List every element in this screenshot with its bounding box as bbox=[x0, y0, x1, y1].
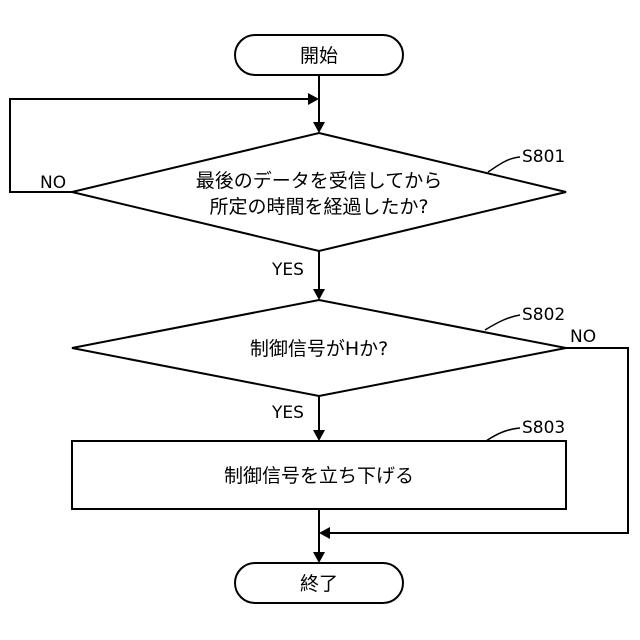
arrow-into-s803 bbox=[313, 430, 325, 441]
s803-leader-line bbox=[486, 428, 520, 441]
start-label: 開始 bbox=[300, 45, 338, 67]
s802-no-label: NO bbox=[570, 327, 596, 347]
start-node: 開始 bbox=[235, 35, 403, 75]
s801-yes-label: YES bbox=[271, 260, 304, 280]
arrow-into-end bbox=[313, 552, 325, 563]
arrow-loop-merge bbox=[308, 93, 319, 105]
arrow-bypass-merge bbox=[319, 527, 330, 539]
s802-yes-label: YES bbox=[271, 403, 304, 423]
decision-s801-text-line1: 最後のデータを受信してから bbox=[196, 170, 442, 192]
arrow-into-s801 bbox=[313, 122, 325, 133]
s801-no-label: NO bbox=[40, 173, 66, 193]
process-s803-text: 制御信号を立ち下げる bbox=[224, 465, 414, 487]
process-s803: 制御信号を立ち下げる bbox=[72, 441, 566, 509]
end-node: 終了 bbox=[235, 563, 403, 603]
step-id-s803: S803 bbox=[522, 418, 565, 438]
decision-s802-text: 制御信号がHか? bbox=[250, 338, 388, 360]
end-label: 終了 bbox=[300, 573, 338, 595]
step-id-s801: S801 bbox=[522, 147, 565, 167]
decision-s801-text-line2: 所定の時間を経過したか? bbox=[209, 196, 428, 218]
decision-s801: 最後のデータを受信してから 所定の時間を経過したか? bbox=[72, 133, 566, 251]
decision-s802: 制御信号がHか? bbox=[72, 300, 566, 396]
s801-leader-line bbox=[488, 157, 520, 172]
step-id-s802: S802 bbox=[522, 305, 565, 325]
s802-leader-line bbox=[485, 315, 520, 330]
arrow-into-s802 bbox=[313, 289, 325, 300]
